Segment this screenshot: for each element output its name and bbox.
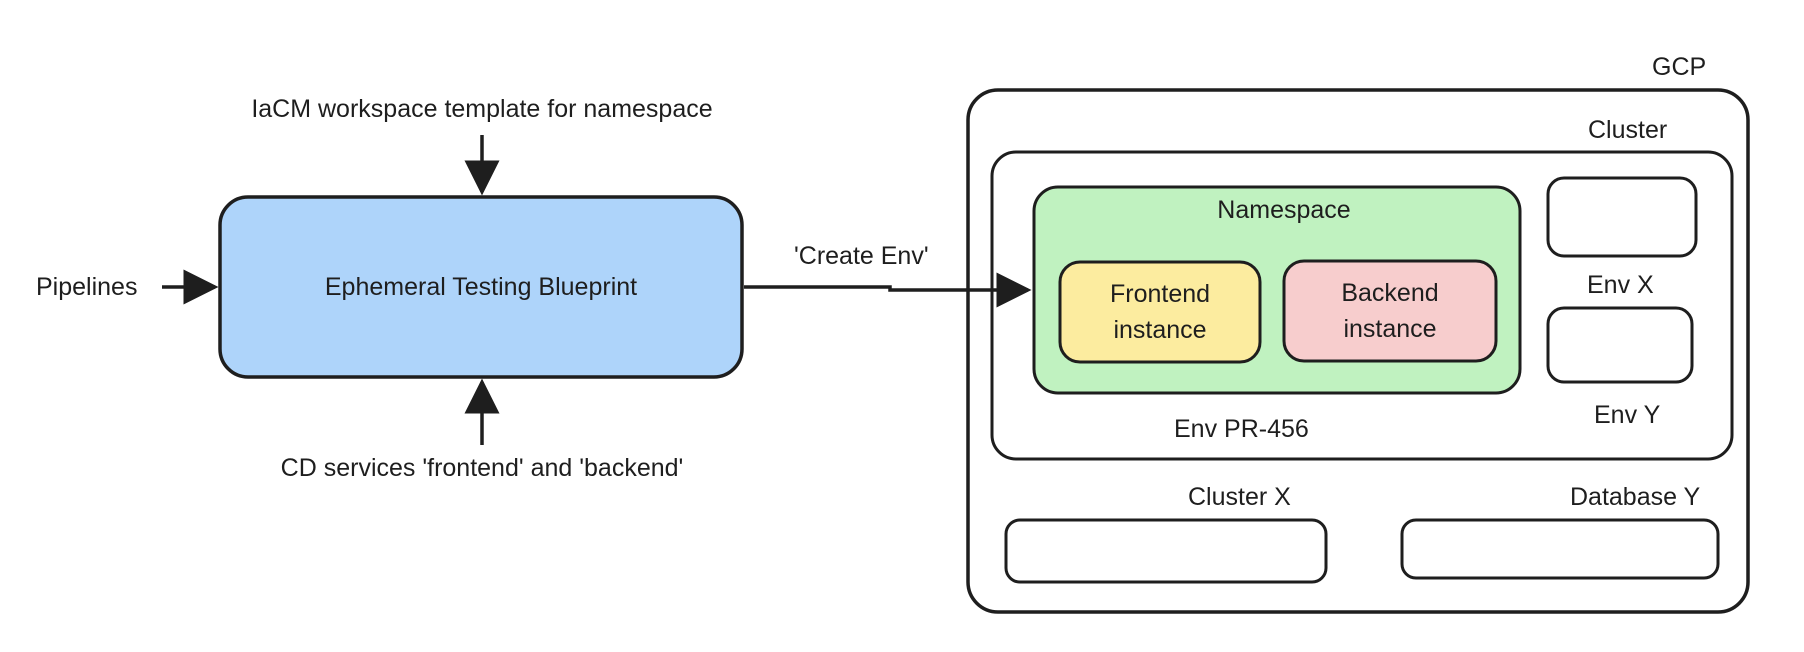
cd-services-label: CD services 'frontend' and 'backend'	[280, 454, 684, 482]
frontend-instance-box[interactable]	[1058, 260, 1262, 364]
cluster-container	[990, 150, 1734, 461]
blueprint-label: Ephemeral Testing Blueprint	[220, 197, 742, 377]
gcp-label: GCP	[1652, 53, 1707, 81]
env-y-label: Env Y	[1594, 401, 1661, 429]
backend-instance-box[interactable]	[1282, 259, 1498, 363]
gcp-container	[966, 88, 1750, 614]
backend-line-2: instance	[1343, 315, 1437, 343]
frontend-line-1: Frontend	[1109, 280, 1211, 308]
env-x-label: Env X	[1587, 271, 1654, 299]
cluster-x-label: Cluster X	[1188, 483, 1291, 511]
cluster-x-box[interactable]	[1004, 518, 1328, 584]
frontend-line-2: instance	[1113, 316, 1207, 344]
backend-line-1: Backend	[1341, 279, 1439, 307]
backend-instance-label: Backend instance	[1284, 261, 1496, 361]
database-y-box[interactable]	[1400, 518, 1720, 580]
database-y-label: Database Y	[1570, 483, 1701, 511]
env-x-box[interactable]	[1546, 176, 1698, 258]
blueprint-text: Ephemeral Testing Blueprint	[324, 273, 638, 301]
env-pr-label: Env PR-456	[1174, 415, 1309, 443]
namespace-label: Namespace	[1217, 196, 1351, 224]
env-y-box[interactable]	[1546, 306, 1694, 384]
blueprint-box[interactable]	[218, 195, 744, 379]
arrow-create-env	[744, 272, 1032, 308]
iacm-template-label: IaCM workspace template for namespace	[251, 95, 713, 123]
cluster-label: Cluster	[1588, 116, 1668, 144]
pipelines-label: Pipelines	[36, 273, 138, 301]
create-env-label: 'Create Env'	[794, 242, 929, 270]
frontend-instance-label: Frontend instance	[1060, 262, 1260, 362]
